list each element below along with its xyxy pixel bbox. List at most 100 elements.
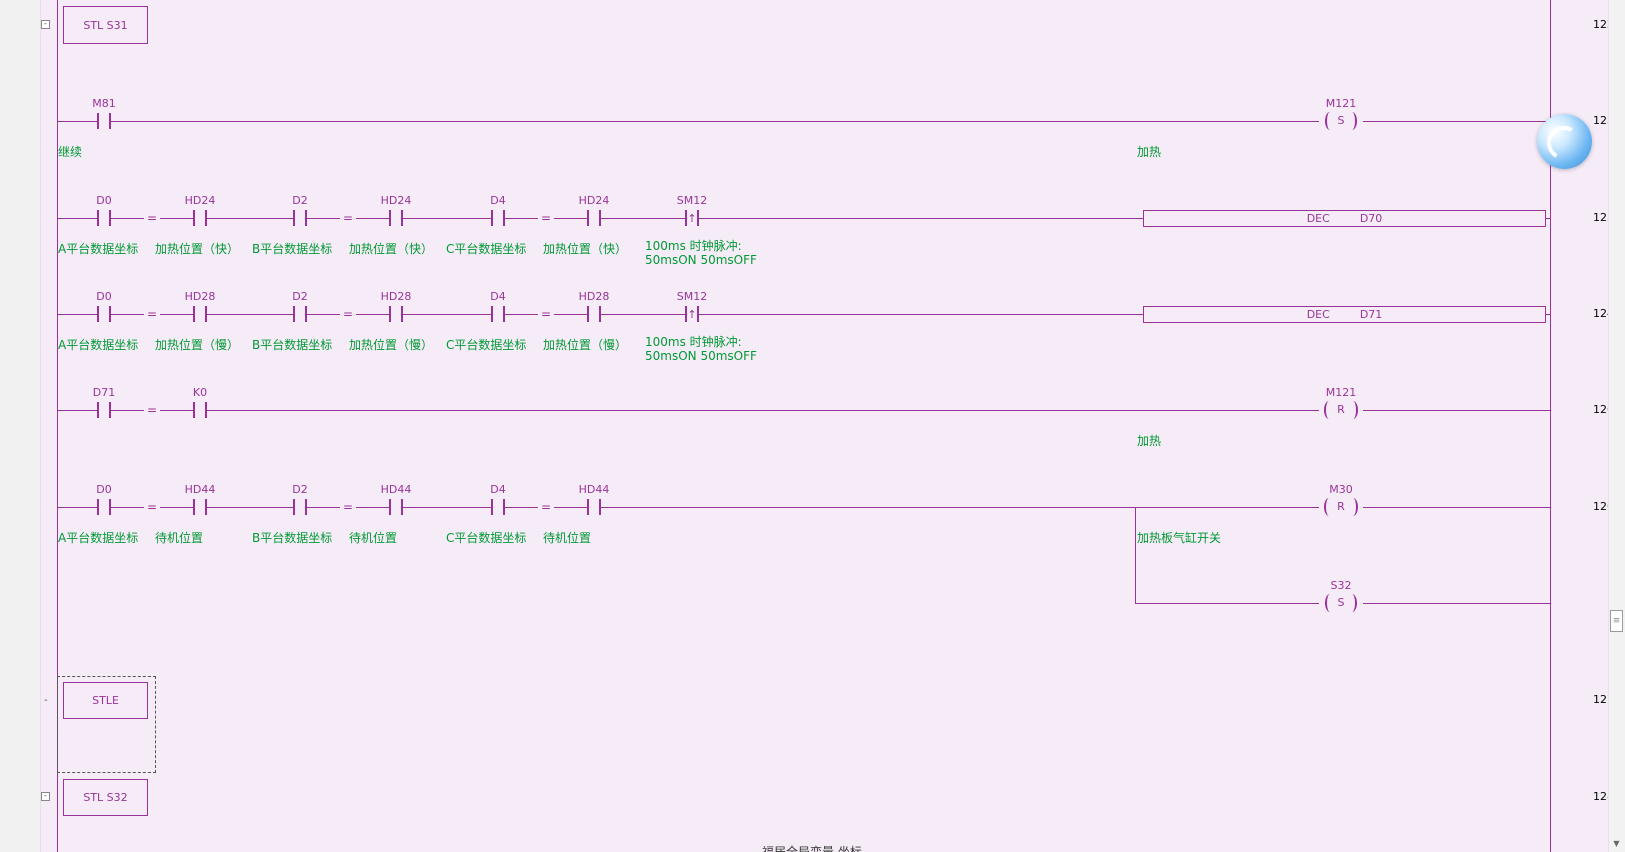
function-name: DEC [1306, 212, 1330, 225]
device-name: D4 [490, 483, 506, 496]
device-name: D0 [96, 290, 112, 303]
device-comment: C平台数据坐标 [446, 242, 527, 256]
device-name: M81 [92, 97, 116, 110]
equals-operator: = [143, 307, 161, 321]
device-comment: 加热位置（慢） [155, 338, 240, 352]
compare-contact[interactable] [193, 210, 207, 226]
coil-set-m121[interactable]: S [1319, 112, 1363, 130]
equals-operator: = [339, 500, 357, 514]
compare-contact[interactable] [491, 210, 505, 226]
device-name: D4 [490, 290, 506, 303]
coil-reset-m30[interactable]: R [1319, 498, 1363, 516]
device-name: SM12 [676, 194, 708, 207]
compare-contact[interactable] [97, 402, 111, 418]
device-name: HD24 [184, 194, 216, 207]
stl-box-s31[interactable]: STL S31 [63, 6, 148, 44]
coil-right-paren-icon [1347, 594, 1358, 612]
device-name: D2 [292, 483, 308, 496]
device-name: D0 [96, 194, 112, 207]
rung-wire [57, 507, 1550, 508]
rising-edge-contact-sm12[interactable]: ↑ [685, 210, 699, 226]
device-comment: 100ms 时钟脉冲: [645, 335, 742, 349]
device-name: HD44 [578, 483, 610, 496]
device-comment: 待机位置 [155, 531, 204, 545]
rung-wire [57, 121, 1550, 122]
coil-left-paren-icon [1324, 498, 1334, 516]
compare-contact[interactable] [389, 306, 403, 322]
device-comment: 加热位置（慢） [543, 338, 628, 352]
compare-contact[interactable] [389, 210, 403, 226]
compare-contact[interactable] [97, 499, 111, 515]
device-name: D0 [96, 483, 112, 496]
compare-contact[interactable] [491, 499, 505, 515]
device-name: HD28 [184, 290, 216, 303]
coil-reset-m121[interactable]: R [1319, 401, 1363, 419]
status-partial-text: 福居全局变量 坐标 [762, 845, 862, 852]
stle-box[interactable]: STLE [63, 682, 148, 719]
device-comment: B平台数据坐标 [252, 531, 333, 545]
rising-edge-icon: ↑ [687, 307, 697, 321]
function-block-dec-d70[interactable]: DEC D70 [1143, 210, 1546, 227]
floating-assistant-ball-icon[interactable] [1537, 114, 1592, 169]
vertical-scrollbar[interactable] [1608, 0, 1625, 852]
thumb-grip-icon: ≡ [1612, 615, 1621, 626]
coil-left-paren-icon [1324, 112, 1335, 130]
scrollbar-thumb[interactable]: ≡ [1610, 610, 1623, 632]
compare-contact[interactable] [193, 402, 207, 418]
compare-contact[interactable] [193, 306, 207, 322]
device-name: K0 [192, 386, 208, 399]
rung-mark-icon: - [44, 695, 48, 706]
device-comment: 50msON 50msOFF [645, 253, 757, 267]
coil-operator: R [1337, 500, 1345, 513]
right-power-rail [1550, 0, 1551, 852]
compare-contact[interactable] [97, 306, 111, 322]
device-name: M121 [1325, 386, 1357, 399]
equals-operator: = [143, 403, 161, 417]
device-name: D4 [490, 194, 506, 207]
device-name: HD28 [578, 290, 610, 303]
function-block-dec-d71[interactable]: DEC D71 [1143, 306, 1546, 323]
device-name: M121 [1325, 97, 1357, 110]
contact-m81[interactable] [97, 113, 111, 129]
device-comment: C平台数据坐标 [446, 531, 527, 545]
compare-contact[interactable] [293, 499, 307, 515]
compare-contact[interactable] [587, 499, 601, 515]
collapse-icon[interactable]: - [41, 792, 50, 801]
equals-operator: = [339, 307, 357, 321]
rising-edge-contact-sm12[interactable]: ↑ [685, 306, 699, 322]
device-comment: 加热位置（慢） [349, 338, 434, 352]
device-name: SM12 [676, 290, 708, 303]
collapse-icon[interactable]: - [41, 20, 50, 29]
compare-contact[interactable] [587, 210, 601, 226]
compare-contact[interactable] [193, 499, 207, 515]
scroll-down-button[interactable]: ▼ [1608, 835, 1625, 852]
device-comment: 加热位置（快） [349, 242, 434, 256]
coil-operator: S [1337, 114, 1345, 127]
device-comment: 100ms 时钟脉冲: [645, 239, 742, 253]
coil-set-s32[interactable]: S [1319, 594, 1363, 612]
function-operand: D71 [1359, 308, 1383, 321]
coil-left-paren-icon [1324, 401, 1334, 419]
device-comment: 待机位置 [543, 531, 592, 545]
branch-wire [1135, 507, 1136, 604]
equals-operator: = [143, 500, 161, 514]
compare-contact[interactable] [293, 306, 307, 322]
compare-contact[interactable] [587, 306, 601, 322]
compare-contact[interactable] [389, 499, 403, 515]
device-comment: 加热板气缸开关 [1137, 531, 1222, 545]
equals-operator: = [537, 211, 555, 225]
coil-operator: S [1337, 596, 1345, 609]
device-comment: 加热 [1137, 145, 1162, 159]
device-name: D71 [92, 386, 116, 399]
device-name: HD28 [380, 290, 412, 303]
compare-contact[interactable] [97, 210, 111, 226]
equals-operator: = [339, 211, 357, 225]
rung-wire [57, 218, 1550, 219]
stl-box-s32[interactable]: STL S32 [63, 779, 148, 816]
compare-contact[interactable] [491, 306, 505, 322]
device-comment: 加热 [1137, 434, 1162, 448]
device-comment: 加热位置（快） [543, 242, 628, 256]
device-name: HD44 [380, 483, 412, 496]
compare-contact[interactable] [293, 210, 307, 226]
